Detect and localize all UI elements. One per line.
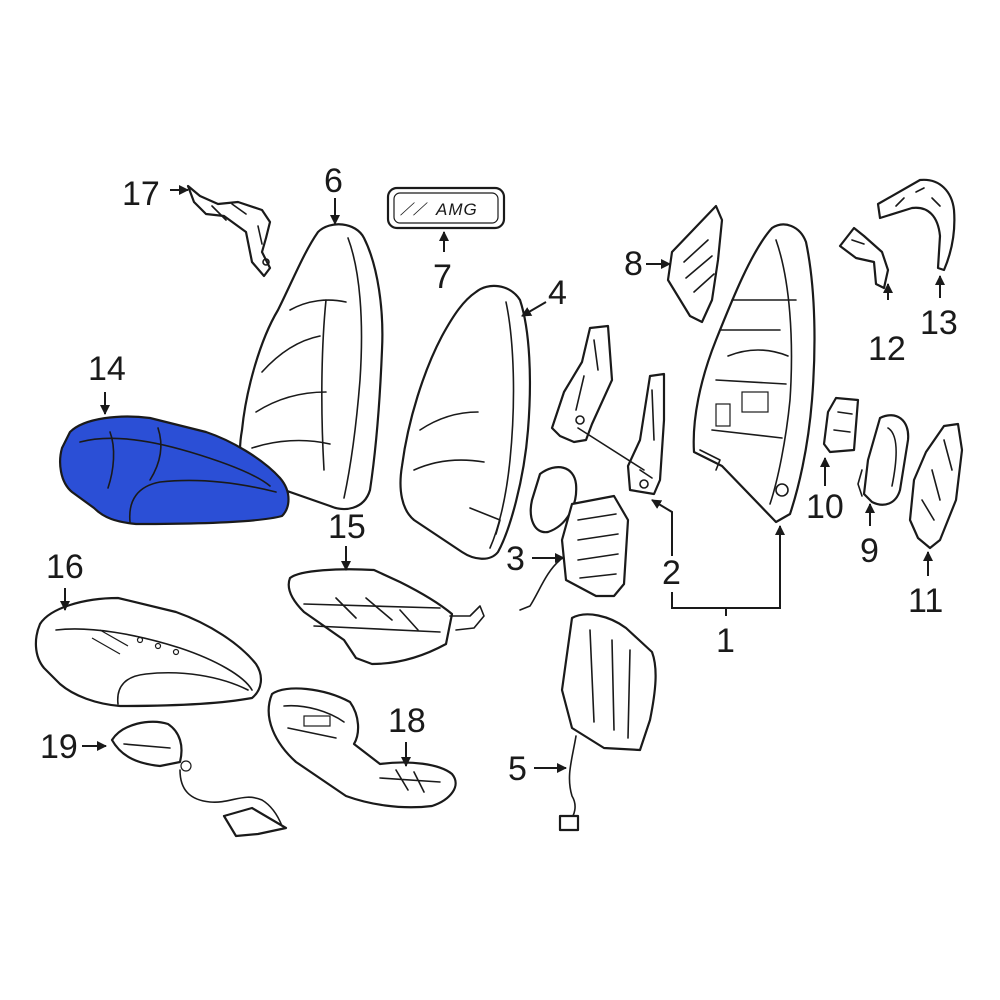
callout-9: 9 bbox=[860, 532, 879, 570]
part-10-switch[interactable] bbox=[822, 396, 860, 454]
part-8-side-panel[interactable] bbox=[666, 204, 724, 324]
callout-18: 18 bbox=[388, 702, 426, 740]
callout-11: 11 bbox=[908, 582, 943, 620]
part-5-backrest-panel[interactable] bbox=[558, 613, 657, 832]
part-17-bracket[interactable] bbox=[186, 184, 272, 278]
part-13-shell-trim[interactable] bbox=[876, 178, 956, 272]
callout-13: 13 bbox=[920, 304, 958, 342]
part-7-amg-badge[interactable]: ⟋⟋ AMG bbox=[386, 186, 506, 230]
callout-12: 12 bbox=[868, 330, 906, 368]
callout-15: 15 bbox=[328, 508, 366, 546]
part-6-backrest-cover[interactable] bbox=[239, 223, 384, 510]
callout-17: 17 bbox=[122, 175, 160, 213]
part-3-lumbar-mechanism[interactable] bbox=[519, 466, 630, 611]
part-2-side-brackets[interactable] bbox=[550, 324, 666, 496]
part-4-backrest-pad[interactable] bbox=[399, 284, 532, 560]
part-1-backrest-frame[interactable] bbox=[692, 223, 816, 524]
callout-3: 3 bbox=[506, 540, 525, 578]
callout-1: 1 bbox=[716, 622, 735, 660]
callout-5: 5 bbox=[508, 750, 527, 788]
callout-2: 2 bbox=[662, 554, 681, 592]
callout-6: 6 bbox=[324, 162, 343, 200]
part-16-cushion-foam[interactable] bbox=[34, 596, 262, 708]
part-15-seat-pad[interactable] bbox=[287, 568, 485, 666]
callout-10: 10 bbox=[806, 488, 844, 526]
part-18-seat-base[interactable] bbox=[267, 687, 457, 809]
part-9-trim-cover[interactable] bbox=[857, 414, 910, 506]
part-12-clip[interactable] bbox=[838, 226, 890, 290]
badge-label: AMG bbox=[435, 200, 478, 219]
callout-16: 16 bbox=[46, 548, 84, 586]
callout-labels: 17 6 7 4 8 12 13 14 10 9 11 3 2 15 16 1 … bbox=[40, 162, 958, 788]
callout-14: 14 bbox=[88, 350, 126, 388]
callout-19: 19 bbox=[40, 728, 78, 766]
badge-text: ⟋⟋ bbox=[399, 200, 429, 219]
callout-8: 8 bbox=[624, 245, 643, 283]
leader-lines bbox=[60, 185, 945, 773]
part-11-side-trim[interactable] bbox=[908, 422, 964, 550]
callout-7: 7 bbox=[433, 258, 452, 296]
part-14-seat-cushion-cover[interactable] bbox=[59, 415, 290, 526]
callout-4: 4 bbox=[548, 274, 567, 312]
part-19-seat-switch[interactable] bbox=[110, 720, 288, 838]
